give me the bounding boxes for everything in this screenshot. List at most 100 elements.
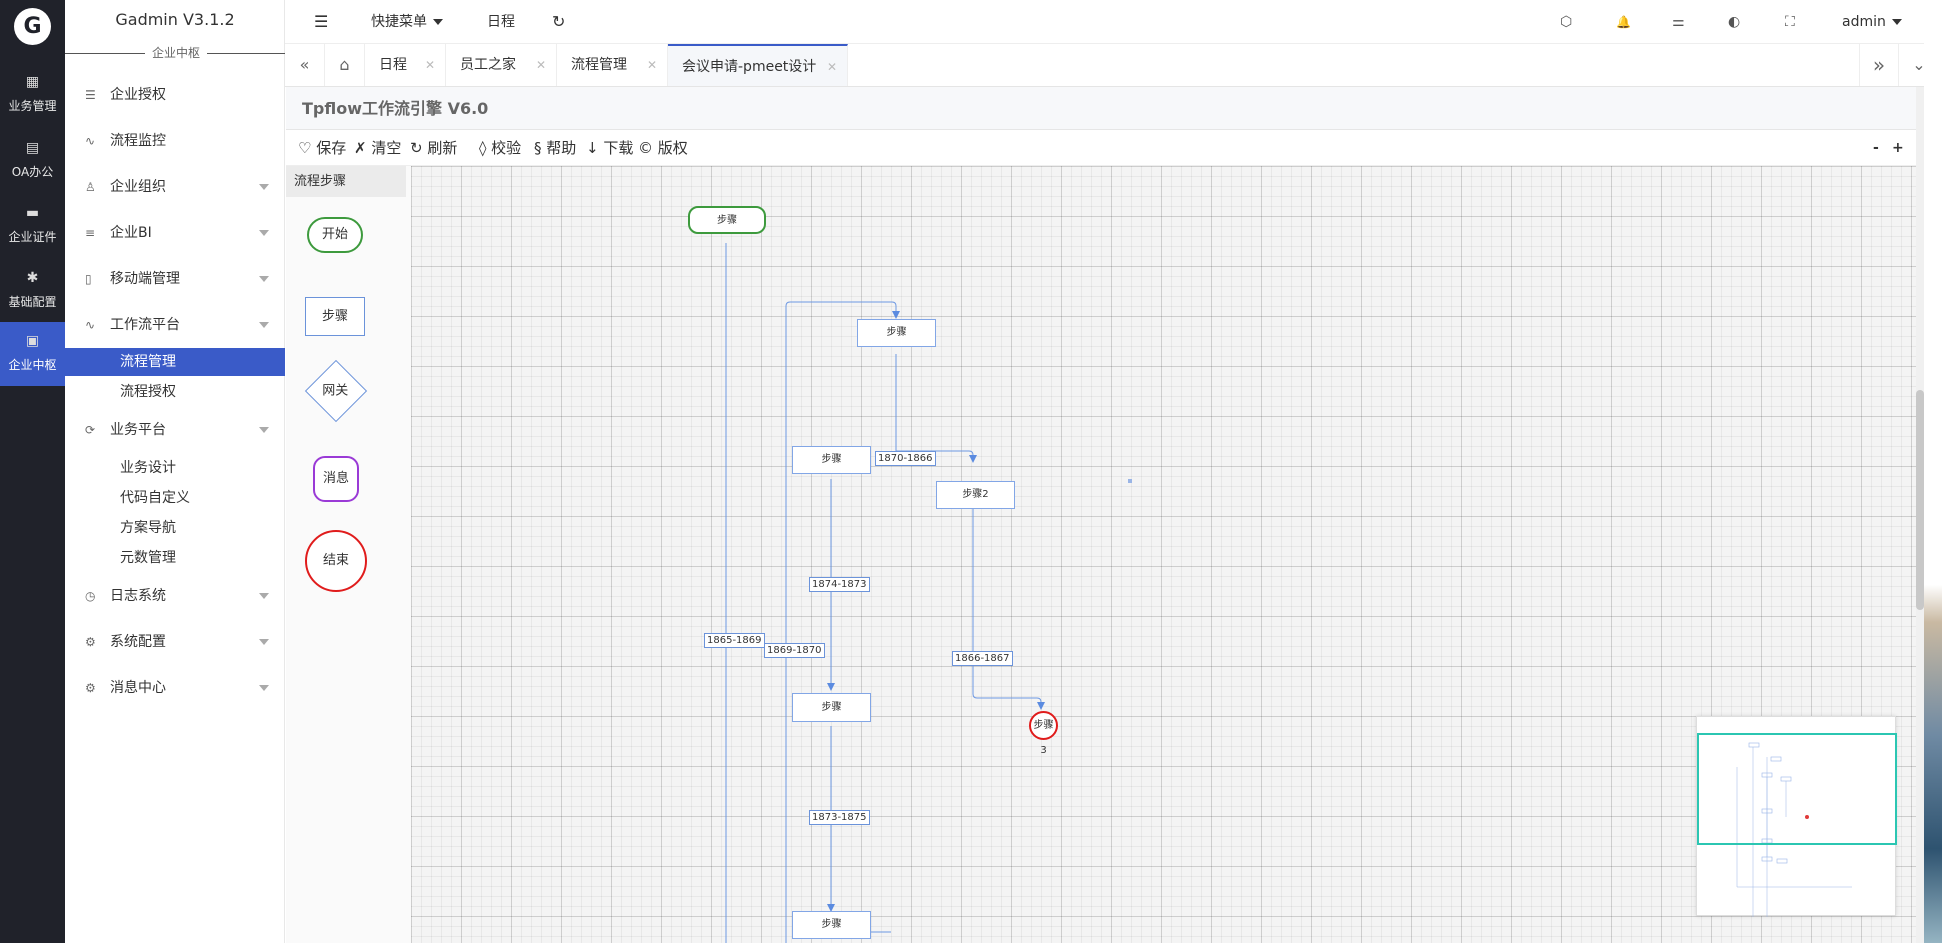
flow-canvas[interactable]: 步骤 步骤 步骤 步骤2 步骤 步骤3 步骤 1870-1866 1874-18… <box>411 166 1916 943</box>
tab-employee-home[interactable]: 员工之家 ✕ <box>446 44 557 86</box>
quick-menu-label: 快捷菜单 <box>371 14 427 30</box>
submenu-process-auth[interactable]: 流程授权 <box>120 384 176 400</box>
palette-step[interactable]: 步骤 <box>305 297 365 336</box>
flow-step-node[interactable]: 步骤 <box>792 911 871 939</box>
rail-item-oa[interactable]: ▤OA办公 <box>0 129 65 193</box>
clear-button[interactable]: ✗ 清空 <box>354 139 402 157</box>
rail-label: 企业证件 <box>8 230 57 244</box>
close-icon[interactable]: ✕ <box>424 58 435 72</box>
tab-schedule[interactable]: 日程 ✕ <box>365 44 446 86</box>
palette-gateway[interactable]: 网关 <box>304 359 368 423</box>
menu-item-bi[interactable]: ≡企业BI <box>65 214 285 252</box>
rail-item-certificates[interactable]: ▬企业证件 <box>0 194 65 258</box>
bell-icon[interactable]: 🔔 <box>1616 15 1631 29</box>
user-icon: ♙ <box>85 180 96 194</box>
sliders-icon[interactable]: ⚌ <box>1672 14 1685 30</box>
document-icon: ▤ <box>25 140 40 156</box>
download-button[interactable]: ↓ 下载 <box>586 139 634 157</box>
scrollbar-thumb[interactable] <box>1916 390 1924 610</box>
submenu-metadata[interactable]: 元数管理 <box>120 550 176 566</box>
side-menu: Gadmin V3.1.2 企业中枢 ☰企业授权 ∿流程监控 ♙企业组织 ≡企业… <box>65 0 285 943</box>
logo: G <box>14 8 51 45</box>
user-menu[interactable]: admin <box>1842 0 1902 44</box>
rail-label: 业务管理 <box>8 99 57 113</box>
user-name: admin <box>1842 14 1886 30</box>
caret-down-icon <box>1891 19 1902 25</box>
tab-label: 日程 <box>379 57 407 73</box>
menu-item-mobile[interactable]: ▯移动端管理 <box>65 260 285 298</box>
save-button[interactable]: ♡ 保存 <box>298 139 347 157</box>
flow-step-node[interactable]: 步骤 <box>792 446 871 474</box>
zoom-out-button[interactable]: - <box>1873 140 1879 156</box>
rail-item-hub[interactable]: ▣企业中枢 <box>0 322 65 386</box>
flow-step-node[interactable]: 步骤 <box>857 319 936 347</box>
schedule-link[interactable]: 日程 <box>487 14 515 30</box>
flow-step2-node[interactable]: 步骤2 <box>936 481 1015 509</box>
edge-label: 1869-1870 <box>764 643 825 658</box>
engine-title: Tpflow工作流引擎 V6.0 <box>302 99 489 118</box>
close-icon[interactable]: ✕ <box>826 60 837 74</box>
palette-icon[interactable]: ◐ <box>1728 14 1741 30</box>
tab-label: 流程管理 <box>571 57 627 73</box>
tab-meeting-design[interactable]: 会议申请-pmeet设计✕ <box>668 44 848 86</box>
palette-title: 流程步骤 <box>286 166 406 197</box>
cube-icon[interactable]: ⬡ <box>1560 14 1573 30</box>
menu-item-label: 企业授权 <box>110 87 166 103</box>
palette-message[interactable]: 消息 <box>313 456 359 502</box>
menu-item-log-system[interactable]: ◷日志系统 <box>65 577 285 615</box>
help-button[interactable]: § 帮助 <box>534 139 577 157</box>
tab-bar: « ⌂ 日程 ✕ 员工之家 ✕ 流程管理 ✕ 会议申请-pmeet设计✕ » ⌄ <box>285 44 1942 87</box>
refresh-icon[interactable]: ↻ <box>552 12 566 31</box>
menu-item-label: 系统配置 <box>110 634 166 650</box>
tabs-prev-icon[interactable]: « <box>285 44 325 86</box>
fullscreen-icon[interactable]: ⛶ <box>1785 14 1795 30</box>
refresh-button[interactable]: ↻ 刷新 <box>410 139 458 157</box>
chevron-down-icon <box>259 639 269 645</box>
copyright-button[interactable]: © 版权 <box>638 139 688 157</box>
chevron-down-icon <box>259 230 269 236</box>
palette-gateway-label: 网关 <box>322 383 349 399</box>
submenu-code-custom[interactable]: 代码自定义 <box>120 490 190 506</box>
palette-end[interactable]: 结束 <box>305 530 367 592</box>
canvas-marker <box>1128 479 1132 483</box>
submenu-scheme-nav[interactable]: 方案导航 <box>120 520 176 536</box>
flow-end-node[interactable]: 步骤3 <box>1029 711 1058 756</box>
menu-item-message-center[interactable]: ⚙ 消息中心 <box>65 669 285 707</box>
menu-item-organization[interactable]: ♙企业组织 <box>65 168 285 206</box>
minimap[interactable] <box>1696 716 1897 917</box>
validate-button[interactable]: ◊ 校验 <box>479 139 522 157</box>
home-icon[interactable]: ⌂ <box>325 44 365 86</box>
menu-item-label: 消息中心 <box>110 680 166 696</box>
submenu-business-design[interactable]: 业务设计 <box>120 460 176 476</box>
rail-item-business[interactable]: ▦业务管理 <box>0 63 65 127</box>
menu-item-process-monitor[interactable]: ∿流程监控 <box>65 122 285 160</box>
flow-start-node[interactable]: 步骤 <box>688 206 766 234</box>
tabs-more-icon[interactable]: ⌄ <box>1912 55 1926 74</box>
tabs-next-icon[interactable]: » <box>1859 44 1899 86</box>
menu-item-business-platform[interactable]: ⟳业务平台 <box>65 411 285 449</box>
rail-label: 基础配置 <box>8 295 57 309</box>
palette-start[interactable]: 开始 <box>307 217 363 253</box>
edge-label: 1873-1875 <box>809 810 870 825</box>
section-label: 企业中枢 <box>145 44 208 61</box>
pulse-icon: ∿ <box>85 318 96 332</box>
tab-label: 员工之家 <box>460 57 516 73</box>
quick-menu-dropdown[interactable]: 快捷菜单 <box>371 0 443 44</box>
rail-item-config[interactable]: ✱基础配置 <box>0 259 65 323</box>
gear-icon: ⚙ <box>85 681 96 695</box>
side-rail: G ▦业务管理 ▤OA办公 ▬企业证件 ✱基础配置 ▣企业中枢 <box>0 0 65 943</box>
menu-item-workflow[interactable]: ∿工作流平台 <box>65 306 285 344</box>
clock-icon: ◷ <box>85 589 96 603</box>
menu-item-system-config[interactable]: ⚙系统配置 <box>65 623 285 661</box>
minimap-viewport[interactable] <box>1697 733 1897 845</box>
edge-label: 1866-1867 <box>952 651 1013 666</box>
connector-layer <box>725 243 1045 943</box>
menu-toggle-icon[interactable]: ☰ <box>314 12 329 31</box>
menu-item-enterprise-auth[interactable]: ☰企业授权 <box>65 76 285 114</box>
zoom-in-button[interactable]: + <box>1892 140 1904 156</box>
tab-process-management[interactable]: 流程管理 ✕ <box>557 44 668 86</box>
close-icon[interactable]: ✕ <box>646 58 657 72</box>
submenu-process-management[interactable]: 流程管理 <box>65 348 285 376</box>
close-icon[interactable]: ✕ <box>535 58 546 72</box>
flow-step-node[interactable]: 步骤 <box>792 693 871 722</box>
